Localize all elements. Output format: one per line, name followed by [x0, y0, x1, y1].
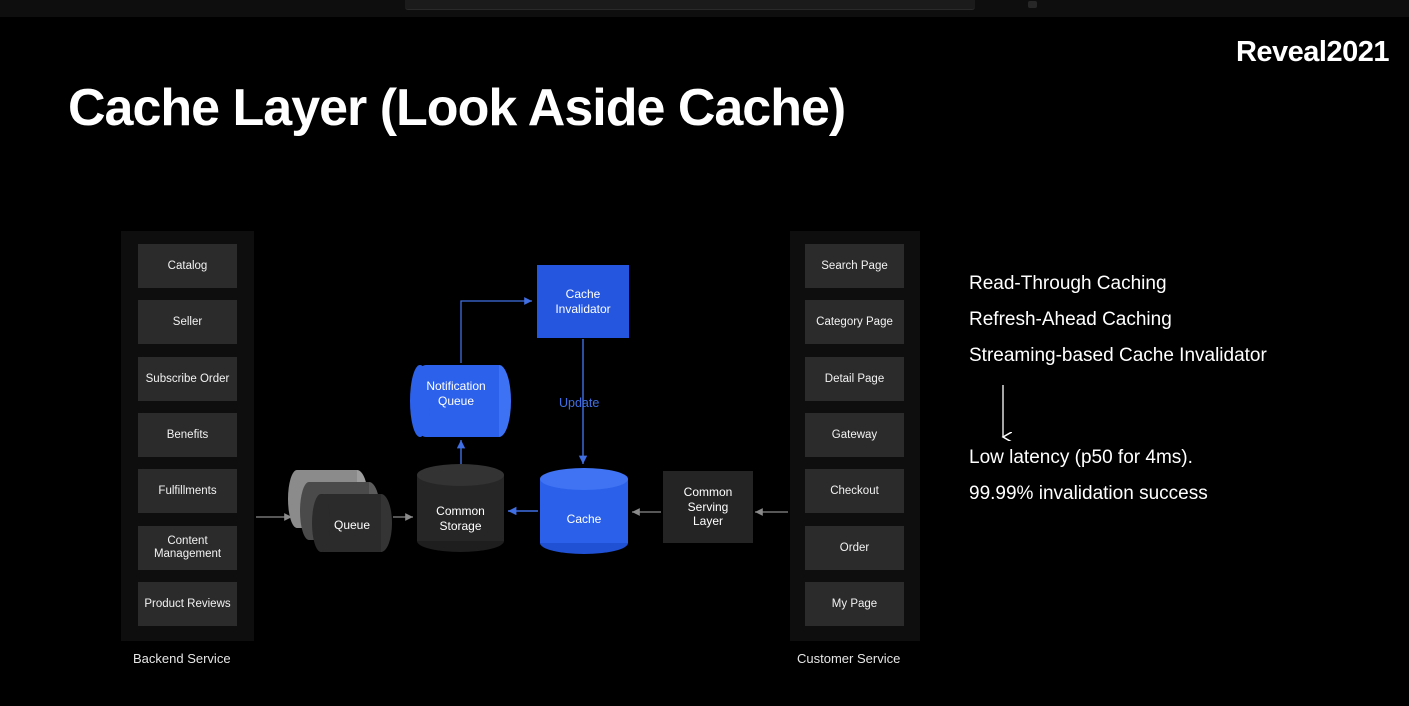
backend-item-fulfillments[interactable]: Fulfillments — [138, 469, 237, 513]
backend-item-content-management[interactable]: Content Management — [138, 526, 237, 570]
customer-item-category-page[interactable]: Category Page — [805, 300, 904, 344]
cylinder-body — [321, 494, 381, 552]
down-arrow-icon — [995, 385, 1015, 441]
cylinder-top — [540, 468, 628, 490]
feature-refresh-ahead-caching: Refresh-Ahead Caching — [969, 309, 1172, 330]
queue-layer-front — [312, 494, 392, 552]
edge-label-update: Update — [559, 396, 600, 410]
cylinder-body — [420, 365, 499, 437]
node-queue[interactable] — [288, 470, 392, 552]
result-invalidation-success: 99.99% invalidation success — [969, 483, 1208, 504]
cylinder-cap-left — [410, 365, 430, 437]
cylinder-cap-left — [312, 494, 330, 552]
backend-item-product-reviews[interactable]: Product Reviews — [138, 582, 237, 626]
cylinder-top — [417, 464, 504, 486]
backend-item-catalog[interactable]: Catalog — [138, 244, 237, 288]
customer-item-order[interactable]: Order — [805, 526, 904, 570]
node-common-serving-layer[interactable]: Common Serving Layer — [663, 471, 753, 543]
feature-streaming-cache-invalidator: Streaming-based Cache Invalidator — [969, 345, 1267, 366]
backend-item-benefits[interactable]: Benefits — [138, 413, 237, 457]
customer-item-checkout[interactable]: Checkout — [805, 469, 904, 513]
feature-read-through-caching: Read-Through Caching — [969, 273, 1167, 294]
browser-chrome-bar — [0, 0, 1409, 17]
backend-service-panel: Catalog Seller Subscribe Order Benefits … — [121, 231, 254, 641]
brand-logo: Reveal2021 — [1235, 36, 1390, 68]
result-low-latency: Low latency (p50 for 4ms). — [969, 447, 1193, 468]
customer-item-my-page[interactable]: My Page — [805, 582, 904, 626]
customer-item-detail-page[interactable]: Detail Page — [805, 357, 904, 401]
node-cache-invalidator[interactable]: Cache Invalidator — [537, 265, 629, 338]
customer-service-caption: Customer Service — [797, 651, 901, 666]
node-cache[interactable] — [540, 468, 628, 554]
backend-service-caption: Backend Service — [133, 651, 231, 666]
node-common-storage[interactable] — [417, 464, 504, 552]
backend-item-subscribe-order[interactable]: Subscribe Order — [138, 357, 237, 401]
customer-item-gateway[interactable]: Gateway — [805, 413, 904, 457]
cylinder-body — [417, 475, 504, 541]
browser-url-bar[interactable] — [405, 0, 975, 10]
browser-toolbar-icon[interactable] — [1028, 1, 1037, 8]
page-title: Cache Layer (Look Aside Cache) — [68, 79, 846, 137]
backend-item-seller[interactable]: Seller — [138, 300, 237, 344]
customer-service-panel: Search Page Category Page Detail Page Ga… — [790, 231, 920, 641]
node-notification-queue[interactable] — [410, 365, 511, 437]
customer-item-search-page[interactable]: Search Page — [805, 244, 904, 288]
